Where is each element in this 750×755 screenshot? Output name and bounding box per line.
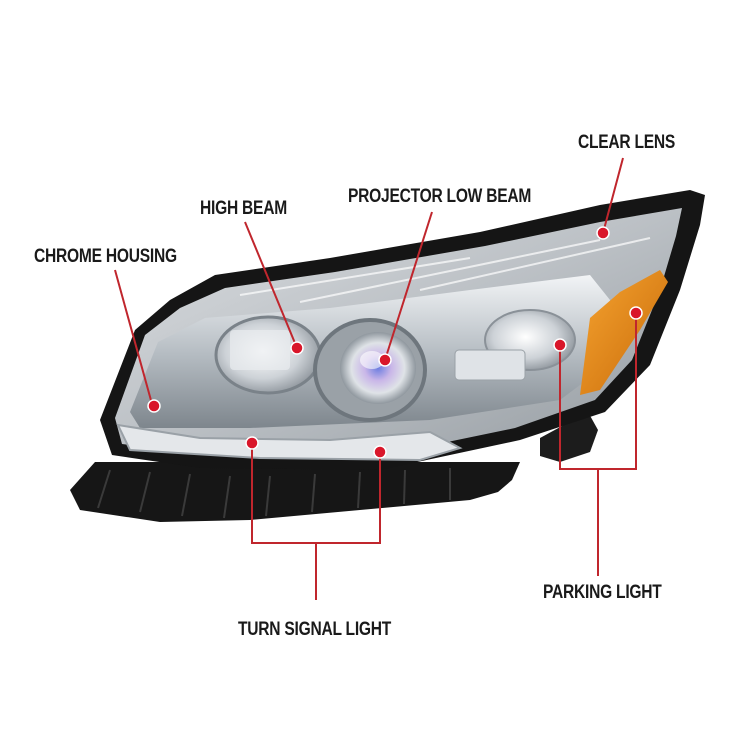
- turn-signal-light-label: TURN SIGNAL LIGHT: [238, 619, 392, 640]
- clear-lens-callout-line: [602, 157, 624, 234]
- high-beam-reflector: [214, 315, 322, 395]
- projector-low-beam-label: PROJECTOR LOW BEAM: [348, 186, 532, 207]
- clear-lens-label: CLEAR LENS: [578, 132, 676, 153]
- parking-light-label: PARKING LIGHT: [543, 582, 662, 603]
- chrome-housing-callout-line: [114, 269, 153, 405]
- lens-reflection: [239, 237, 651, 303]
- parking-reflector: [454, 309, 576, 381]
- callout-lines: [114, 157, 637, 600]
- high-beam-marker: [290, 341, 304, 355]
- turn-signal-right-marker: [373, 445, 387, 459]
- high-beam-callout-line: [244, 221, 298, 349]
- mounting-bracket: [70, 412, 598, 522]
- marker-dots: [147, 226, 643, 459]
- projector-low-beam-marker: [378, 353, 392, 367]
- turn-signal-left-marker: [245, 436, 259, 450]
- parking-light-left-marker: [553, 338, 567, 352]
- parking-light-right-marker: [629, 306, 643, 320]
- projector-lens: [313, 318, 427, 422]
- projector-low-beam-callout-line: [384, 211, 433, 361]
- amber-side-marker: [580, 270, 668, 395]
- chrome-housing-marker: [147, 399, 161, 413]
- clear-lens-marker: [596, 226, 610, 240]
- high-beam-label: HIGH BEAM: [200, 198, 287, 219]
- chrome-housing-label: CHROME HOUSING: [34, 246, 177, 267]
